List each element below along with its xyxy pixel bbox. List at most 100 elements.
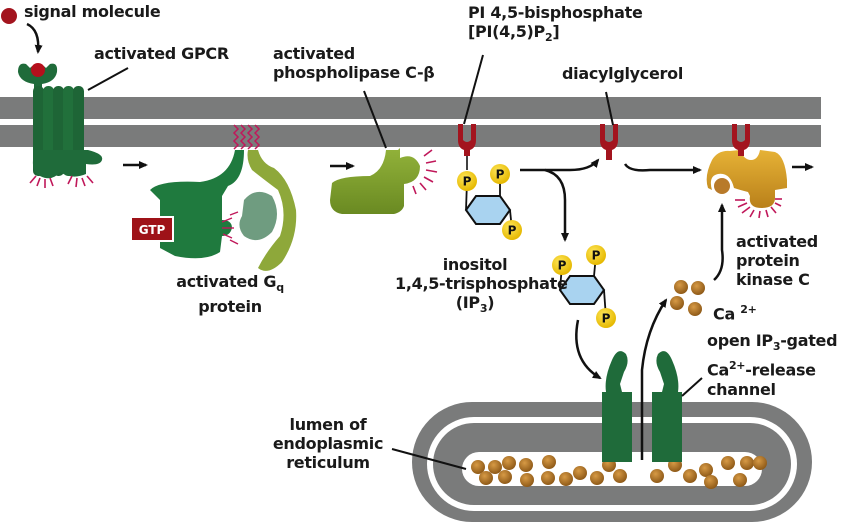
gtp-label: GTP bbox=[139, 223, 166, 237]
label-diacylglycerol: diacylglycerol bbox=[562, 64, 684, 83]
phosphate-icon bbox=[552, 255, 572, 275]
ip3-paren: ) bbox=[487, 293, 495, 312]
phosphate-icon bbox=[586, 245, 606, 265]
signal-molecule-icon bbox=[1, 8, 17, 24]
phosphate-label: P bbox=[508, 224, 517, 238]
gpcr-receptor-icon bbox=[18, 63, 103, 188]
phosphate-label: P bbox=[496, 168, 505, 182]
plc-activation-rays bbox=[412, 149, 438, 195]
membrane-outer-leaflet bbox=[0, 97, 821, 119]
pkc-activation-rays bbox=[735, 198, 782, 219]
arrow-calcium-release bbox=[640, 298, 668, 460]
phosphate-label: P bbox=[463, 175, 472, 189]
phosphate-icon bbox=[490, 164, 510, 184]
channel-line2-end: -release bbox=[745, 360, 816, 380]
er-line1: lumen of bbox=[289, 415, 367, 434]
gq-activation-rays bbox=[221, 211, 239, 245]
label-ip3: inositol 1,4,5-trisphosphate (IP3) bbox=[395, 255, 568, 318]
ip3-subscript: 3 bbox=[479, 302, 488, 316]
arrow-to-dag bbox=[520, 158, 600, 172]
calcium-ion bbox=[520, 473, 534, 487]
released-calcium-ions bbox=[670, 280, 705, 316]
arrow-dag-to-pkc bbox=[623, 163, 702, 174]
pkc-line3: kinase C bbox=[736, 270, 810, 289]
er-line2: endoplasmic bbox=[272, 434, 384, 453]
calcium-ion bbox=[590, 471, 604, 485]
calcium-ion bbox=[721, 456, 735, 470]
arrow-to-ip3 bbox=[544, 168, 569, 242]
calcium-ion bbox=[542, 455, 556, 469]
protein-kinase-c-icon bbox=[706, 124, 787, 219]
calcium-ion bbox=[519, 458, 533, 472]
pip2-subscript: 2 bbox=[545, 31, 553, 45]
er-line3: reticulum bbox=[286, 453, 370, 472]
gq-subscript: q bbox=[276, 281, 284, 295]
er-calcium-ions bbox=[471, 455, 767, 489]
calcium-ion bbox=[541, 471, 555, 485]
calcium-ion bbox=[479, 471, 493, 485]
label-signal-molecule: signal molecule bbox=[24, 2, 161, 21]
label-pkc: activated protein kinase C bbox=[736, 232, 818, 289]
channel-line2: Ca bbox=[707, 360, 729, 380]
gq-protein-icon: GTP bbox=[130, 124, 297, 271]
calcium-ion bbox=[753, 456, 767, 470]
receptor-activation-rays bbox=[29, 175, 94, 188]
pip2-line1: PI 4,5-bisphosphate bbox=[468, 3, 643, 22]
phosphate-label: P bbox=[558, 259, 567, 273]
ip3-line2: 1,4,5-trisphosphate bbox=[395, 274, 568, 293]
phospholipase-c-beta-icon bbox=[330, 148, 438, 214]
label-activated-gpcr: activated GPCR bbox=[94, 44, 229, 63]
pkc-line2: protein bbox=[736, 251, 800, 270]
pip2-line2: [PI(4,5)P bbox=[468, 22, 545, 41]
membrane-inner-leaflet bbox=[0, 125, 821, 147]
gq-line1: activated G bbox=[176, 272, 277, 291]
phosphate-icon bbox=[502, 220, 522, 240]
ip3-gated-calcium-channel-icon bbox=[602, 351, 682, 462]
channel-subscript: 3 bbox=[772, 340, 781, 354]
calcium-ion bbox=[498, 470, 512, 484]
pip2-icon: P P P bbox=[457, 124, 522, 240]
arrow-signal-to-receptor bbox=[26, 22, 43, 54]
pkc-line1: activated bbox=[736, 232, 818, 251]
gq-line2: protein bbox=[198, 297, 262, 317]
calcium-ion bbox=[559, 472, 573, 486]
calcium-ion bbox=[699, 463, 713, 477]
calcium-ion bbox=[471, 460, 485, 474]
phosphate-label: P bbox=[602, 312, 611, 326]
calcium-ion bbox=[650, 469, 664, 483]
arrow-ip3-to-channel bbox=[575, 319, 602, 380]
plasma-membrane bbox=[0, 97, 821, 147]
channel-line1-end: -gated bbox=[780, 331, 838, 350]
calcium-ion bbox=[502, 456, 516, 470]
phosphate-label: P bbox=[592, 249, 601, 263]
calcium-ion bbox=[613, 469, 627, 483]
calcium-ion bbox=[488, 460, 502, 474]
ip3-line3: (IP bbox=[455, 293, 480, 312]
plc-line1: activated bbox=[273, 44, 355, 63]
channel-line3: channel bbox=[707, 379, 776, 399]
label-ca-release-channel: open IP3-gated Ca2+-release channel bbox=[707, 331, 838, 399]
label-calcium: Ca 2+ bbox=[713, 300, 757, 323]
ip3-icon: P P P bbox=[552, 245, 616, 328]
ca-text: Ca bbox=[713, 304, 735, 324]
calcium-ion bbox=[683, 469, 697, 483]
calcium-ion bbox=[573, 466, 587, 480]
phosphate-icon bbox=[457, 171, 477, 191]
leader-lines bbox=[87, 54, 703, 470]
arrow-calcium-to-pkc bbox=[713, 203, 726, 281]
channel-superscript: 2+ bbox=[728, 359, 746, 373]
label-pip2: PI 4,5-bisphosphate [PI(4,5)P2] bbox=[468, 3, 643, 47]
label-er-lumen: lumen of endoplasmic reticulum bbox=[258, 415, 398, 472]
ca-superscript: 2+ bbox=[740, 303, 757, 316]
label-plc-beta: activated phospholipase C-β bbox=[273, 44, 435, 82]
ip3-line1: inositol bbox=[442, 255, 508, 274]
phosphate-icon bbox=[596, 308, 616, 328]
calcium-ion bbox=[740, 456, 754, 470]
label-activated-gq: activated Gq protein bbox=[155, 272, 305, 316]
inositol-ring bbox=[464, 195, 512, 225]
calcium-ion bbox=[704, 475, 718, 489]
diacylglycerol-icon bbox=[600, 124, 618, 160]
pip2-bracket: ] bbox=[552, 22, 560, 41]
